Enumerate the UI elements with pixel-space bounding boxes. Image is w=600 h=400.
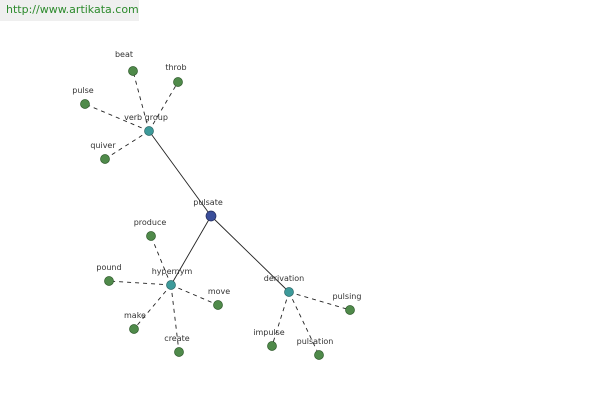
node-pulsation[interactable] <box>314 350 324 360</box>
node-beat[interactable] <box>128 66 138 76</box>
node-derivation[interactable] <box>284 287 294 297</box>
label-throb: throb <box>165 63 186 72</box>
node-create[interactable] <box>174 347 184 357</box>
label-create: create <box>164 334 189 343</box>
node-quiver[interactable] <box>100 154 110 164</box>
label-pulsation: pulsation <box>297 337 334 346</box>
label-beat: beat <box>115 50 133 59</box>
label-root: pulsate <box>193 198 223 207</box>
node-move[interactable] <box>213 300 223 310</box>
edge-verb-group-pulse <box>84 103 150 132</box>
edge-verb-group-beat <box>132 70 150 132</box>
edge-derivation <box>210 215 290 293</box>
label-pulse: pulse <box>72 86 94 95</box>
label-move: move <box>208 287 230 296</box>
label-derivation: derivation <box>264 274 304 283</box>
edge-hypernym-produce <box>150 235 172 286</box>
edge-hypernym-move <box>170 284 219 306</box>
label-verb-group: verb group <box>124 113 168 122</box>
edge-hypernym-create <box>170 284 180 353</box>
node-produce[interactable] <box>146 231 156 241</box>
label-pound: pound <box>96 263 121 272</box>
node-verb-group[interactable] <box>144 126 154 136</box>
url-banner: http://www.artikata.com <box>0 0 139 21</box>
edge-verb-group-throb <box>148 81 179 132</box>
edge-derivation-impulse <box>271 291 290 347</box>
label-impulse: impulse <box>253 328 285 337</box>
label-quiver: quiver <box>90 141 116 150</box>
node-pound[interactable] <box>104 276 114 286</box>
edge-verb-group <box>148 130 212 217</box>
edge-hypernym <box>170 215 212 286</box>
edge-derivation-pulsation <box>288 291 320 356</box>
node-throb[interactable] <box>173 77 183 87</box>
label-hypernym: hypernym <box>152 267 193 276</box>
node-pulse[interactable] <box>80 99 90 109</box>
node-root[interactable] <box>205 210 217 222</box>
label-pulsing: pulsing <box>333 292 362 301</box>
edge-derivation-pulsing <box>288 291 351 311</box>
url-link[interactable]: http://www.artikata.com <box>6 3 139 16</box>
node-hypernym[interactable] <box>166 280 176 290</box>
edge-verb-group-quiver <box>104 130 150 160</box>
edge-hypernym-pound <box>108 280 172 286</box>
label-produce: produce <box>134 218 167 227</box>
node-impulse[interactable] <box>267 341 277 351</box>
edge-hypernym-make <box>133 284 172 330</box>
node-make[interactable] <box>129 324 139 334</box>
label-make: make <box>124 311 146 320</box>
node-pulsing[interactable] <box>345 305 355 315</box>
